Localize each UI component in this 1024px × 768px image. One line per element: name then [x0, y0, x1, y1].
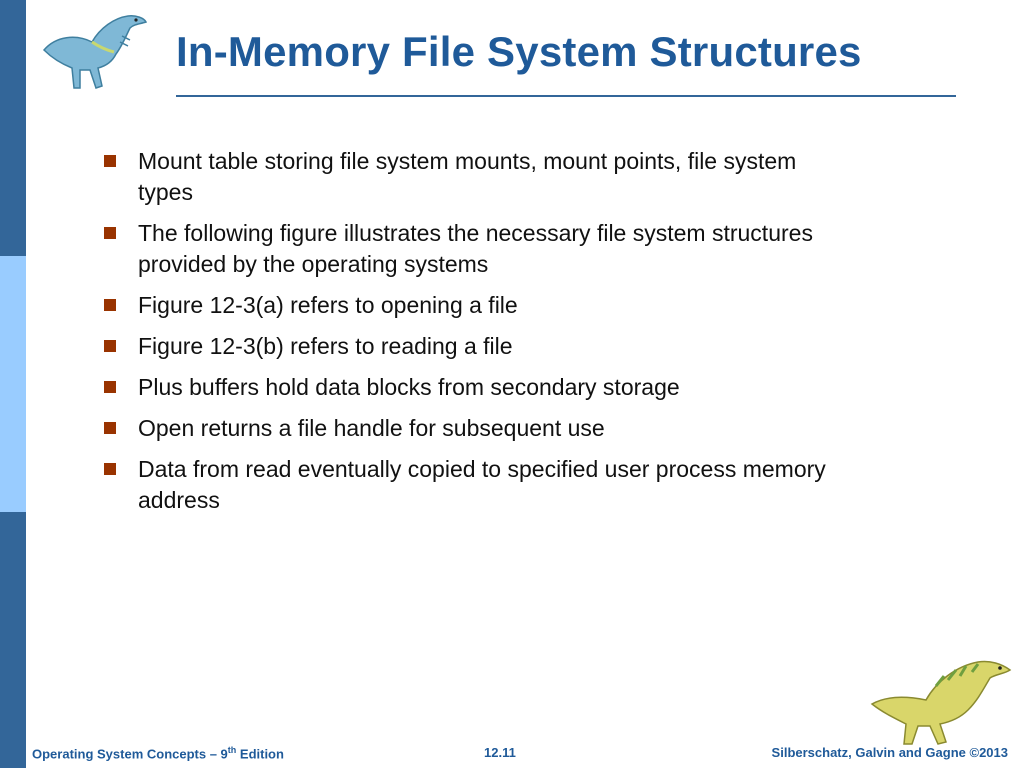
- bullet-item: Figure 12-3(a) refers to opening a file: [102, 290, 842, 321]
- bullet-list: Mount table storing file system mounts, …: [102, 146, 842, 526]
- bullet-marker-icon: [104, 381, 116, 393]
- bullet-item: Open returns a file handle for subsequen…: [102, 413, 842, 444]
- bullet-marker-icon: [104, 299, 116, 311]
- bullet-marker-icon: [104, 463, 116, 475]
- footer-page-number: 12.11: [484, 745, 516, 760]
- slide-title: In-Memory File System Structures: [176, 28, 862, 75]
- sidebar-segment-top: [0, 0, 26, 256]
- title-divider: [176, 95, 956, 97]
- bullet-item: Plus buffers hold data blocks from secon…: [102, 372, 842, 403]
- footer-copyright: Silberschatz, Galvin and Gagne ©2013: [771, 745, 1008, 760]
- bullet-marker-icon: [104, 422, 116, 434]
- bullet-marker-icon: [104, 340, 116, 352]
- bullet-item: The following figure illustrates the nec…: [102, 218, 842, 280]
- footer-book-title: Operating System Concepts – 9th Edition: [32, 745, 284, 762]
- bullet-marker-icon: [104, 227, 116, 239]
- bullet-item: Figure 12-3(b) refers to reading a file: [102, 331, 842, 362]
- sidebar-segment-bottom: [0, 512, 26, 768]
- dinosaur-logo-icon: [42, 15, 148, 89]
- bullet-item: Mount table storing file system mounts, …: [102, 146, 842, 208]
- dinosaur-logo-icon: [870, 660, 1012, 745]
- bullet-item: Data from read eventually copied to spec…: [102, 454, 842, 516]
- sidebar-segment-middle: [0, 256, 26, 512]
- sidebar-stripe: [0, 0, 26, 768]
- bullet-marker-icon: [104, 155, 116, 167]
